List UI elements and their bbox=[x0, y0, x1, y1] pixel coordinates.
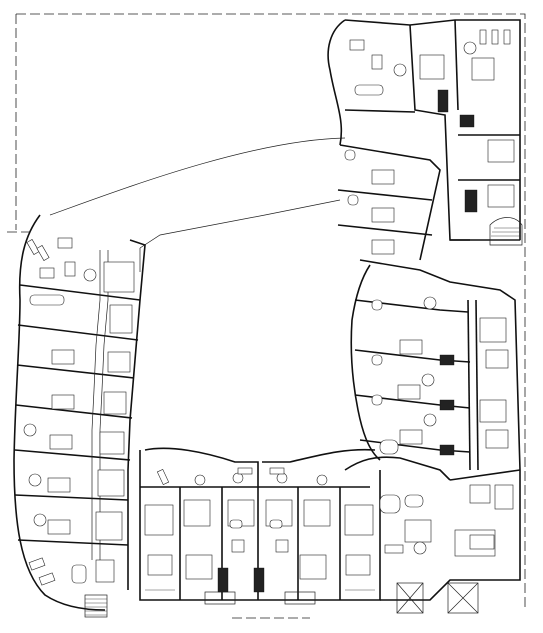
stair-southwest bbox=[84, 594, 108, 618]
southeast-wing bbox=[344, 456, 521, 614]
northeast-tower bbox=[327, 19, 523, 261]
elevator-core-south bbox=[396, 582, 479, 614]
west-wing bbox=[13, 214, 146, 618]
site-boundary bbox=[7, 13, 526, 619]
south-wing bbox=[139, 447, 381, 605]
stair-northeast bbox=[489, 217, 523, 246]
east-wing bbox=[350, 259, 521, 471]
courtyard-outline bbox=[49, 137, 346, 272]
